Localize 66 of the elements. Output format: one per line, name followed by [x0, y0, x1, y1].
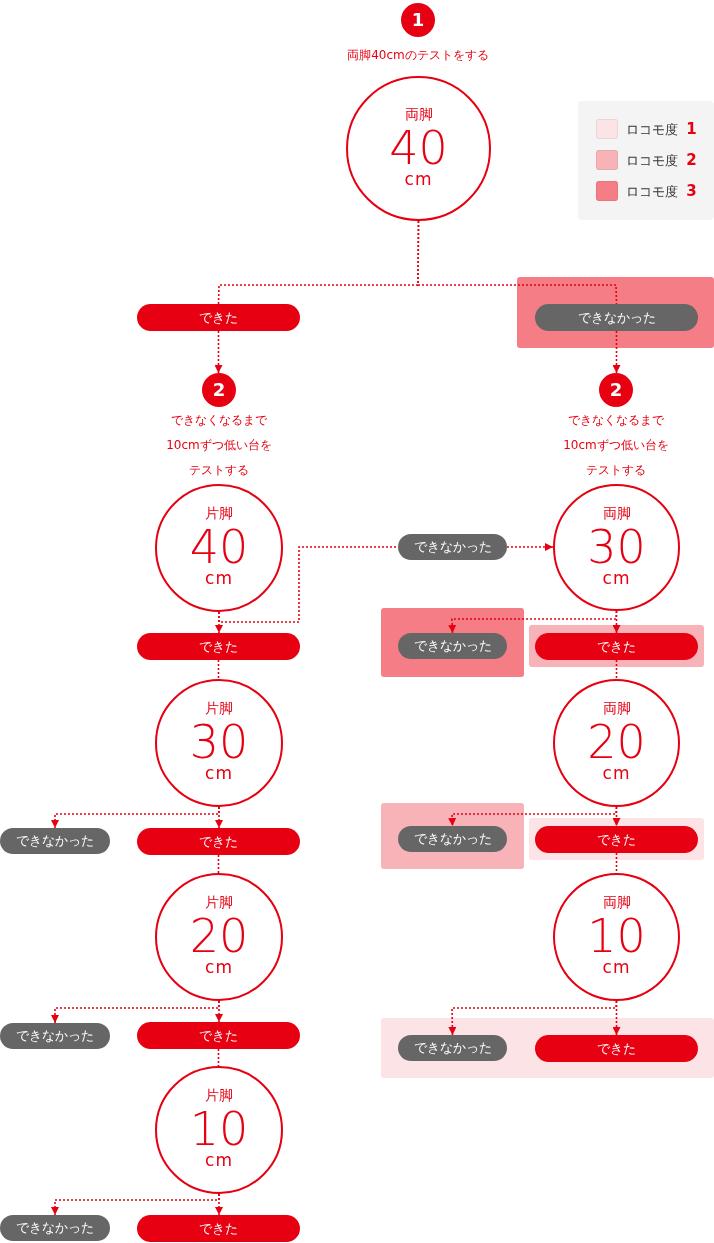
result-tag: できなかった — [0, 1023, 110, 1049]
leg-label: 両脚 — [403, 106, 434, 121]
severity-band — [381, 803, 524, 869]
severity-band — [517, 277, 714, 348]
result-tag: できなかった — [398, 826, 507, 852]
leg-label: 片脚 — [204, 506, 234, 520]
severity-band — [381, 608, 524, 677]
connector-arrow — [215, 806, 223, 829]
leg-label: 両脚 — [601, 701, 632, 715]
severity-band — [529, 818, 704, 860]
connector-arrow — [612, 1000, 621, 1036]
result-tag: できた — [137, 828, 300, 855]
connector-arrow — [612, 806, 621, 827]
unit-label: cm — [204, 1152, 234, 1169]
leg-label: 両脚 — [601, 505, 632, 520]
severity-band — [529, 625, 704, 667]
step-instruction: できなくなるまで10cmずつ低い台をテストする — [165, 412, 273, 479]
height-value: 30 — [188, 719, 250, 765]
result-tag: できなかった — [535, 304, 698, 331]
severity-band — [381, 1018, 714, 1078]
result-tag: できた — [137, 304, 300, 331]
connector-arrow — [506, 543, 554, 551]
unit-label: cm — [601, 765, 632, 782]
result-tag: できた — [137, 1022, 300, 1049]
result-tag: できた — [535, 826, 698, 853]
result-tag: できなかった — [0, 828, 110, 854]
unit-label: cm — [403, 170, 434, 188]
height-value: 20 — [188, 913, 250, 959]
step-instruction: 両脚40cmのテストをする — [346, 47, 490, 64]
result-tag: できた — [137, 633, 300, 660]
height-value: 10 — [188, 1106, 250, 1152]
legend-label: ロコモ度 1 — [626, 119, 697, 139]
height-value: 10 — [586, 913, 647, 959]
result-tag: できた — [535, 633, 698, 660]
connector-arrow — [612, 330, 621, 374]
connector-arrow — [214, 330, 223, 374]
step-number: 1 — [411, 11, 425, 29]
height-value: 40 — [188, 524, 250, 570]
leg-label: 片脚 — [204, 1088, 234, 1102]
connector-arrow — [215, 1000, 223, 1023]
connector-arrow — [612, 610, 621, 634]
height-value: 40 — [388, 124, 449, 171]
connector-arrow — [215, 1193, 223, 1216]
leg-label: 片脚 — [204, 895, 234, 909]
unit-label: cm — [204, 765, 234, 782]
legend-label: ロコモ度 2 — [626, 150, 697, 170]
step-instruction: できなくなるまで10cmずつ低い台をテストする — [562, 412, 670, 479]
result-tag: できなかった — [398, 633, 507, 659]
result-tag: できた — [137, 1215, 300, 1242]
step-marker — [599, 373, 633, 407]
leg-label: 片脚 — [204, 701, 234, 715]
step-number: 2 — [212, 381, 226, 399]
height-value: 20 — [586, 719, 647, 765]
unit-label: cm — [601, 959, 632, 976]
step-marker — [202, 373, 236, 407]
unit-label: cm — [204, 959, 234, 976]
result-tag: できた — [535, 1035, 698, 1062]
unit-label: cm — [601, 569, 632, 587]
leg-label: 両脚 — [601, 895, 632, 909]
result-tag: できなかった — [0, 1215, 110, 1241]
legend-label: ロコモ度 3 — [626, 181, 697, 201]
result-tag: できなかった — [398, 1035, 507, 1061]
result-tag: できなかった — [398, 534, 507, 560]
height-value: 30 — [586, 523, 647, 570]
step-number: 2 — [609, 381, 623, 399]
unit-label: cm — [204, 570, 234, 587]
